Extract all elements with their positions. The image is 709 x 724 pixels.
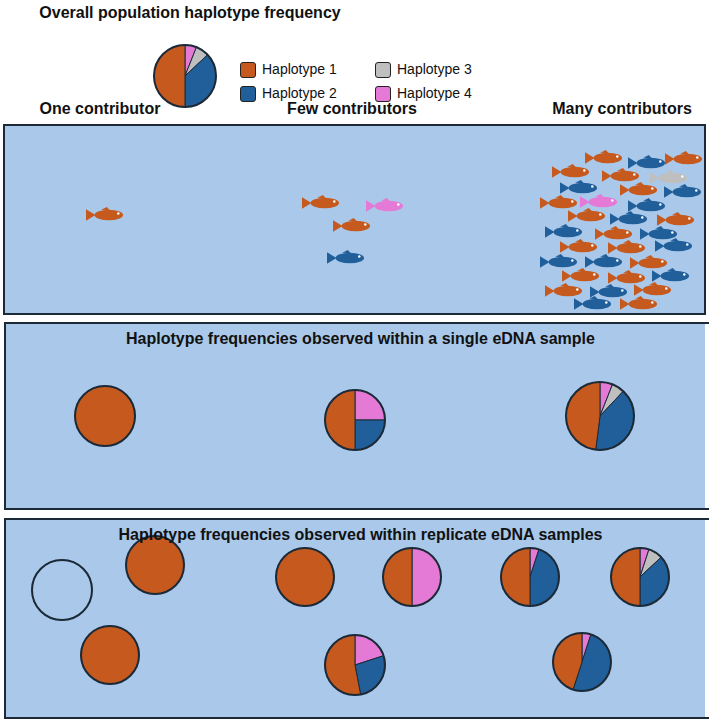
column-label: Many contributors <box>552 100 692 118</box>
pie-chart <box>126 536 184 594</box>
fish <box>560 239 597 253</box>
fish <box>574 296 611 310</box>
fish <box>628 198 665 212</box>
fish <box>608 240 645 254</box>
fish <box>333 218 370 232</box>
legend-swatch <box>240 86 256 102</box>
fish <box>562 268 599 282</box>
fish <box>630 255 667 269</box>
fish <box>665 151 702 165</box>
panel-ground <box>4 322 705 510</box>
legend-swatch <box>375 86 391 102</box>
pie-chart <box>383 548 441 606</box>
pie-chart <box>154 45 216 107</box>
legend-label: Haplotype 2 <box>262 85 337 101</box>
fish <box>540 254 577 268</box>
panel-ground <box>4 518 705 719</box>
fish <box>545 283 582 297</box>
fish <box>545 224 582 238</box>
pie-chart <box>553 633 611 691</box>
pie-chart <box>325 390 385 450</box>
fish <box>634 282 671 296</box>
pie-chart <box>75 386 135 446</box>
pie-chart <box>325 635 385 695</box>
fish <box>664 184 701 198</box>
panel-box: Haplotype frequencies observed within re… <box>4 518 709 719</box>
column-label: One contributor <box>40 100 161 118</box>
pie-chart <box>611 548 669 606</box>
fish <box>540 195 577 209</box>
legend-label: Haplotype 4 <box>397 85 472 101</box>
fish <box>652 268 689 282</box>
pie-chart <box>501 548 559 606</box>
fish <box>595 226 632 240</box>
fish <box>620 182 657 196</box>
fish <box>552 164 589 178</box>
column-label: Few contributors <box>287 100 417 118</box>
legend-label: Haplotype 3 <box>397 61 472 77</box>
fish <box>585 150 622 164</box>
fish <box>620 296 657 310</box>
water-panel <box>4 125 705 314</box>
fish <box>590 284 627 298</box>
fish <box>560 180 597 194</box>
fish <box>568 208 605 222</box>
pie-chart <box>276 548 334 606</box>
fish <box>650 170 687 184</box>
fish <box>610 211 647 225</box>
fish <box>602 168 639 182</box>
fish <box>628 155 665 169</box>
pie-chart <box>566 382 634 450</box>
fish <box>302 195 339 209</box>
fish <box>585 254 622 268</box>
title: Overall population haplotype frequency <box>39 4 340 22</box>
fish <box>580 194 617 208</box>
legend-label: Haplotype 1 <box>262 61 337 77</box>
fish <box>608 270 645 284</box>
legend-swatch <box>240 62 256 78</box>
legend-swatch <box>375 62 391 78</box>
panel-box: Haplotype frequencies observed within a … <box>4 322 709 510</box>
fish <box>327 250 364 264</box>
fish <box>640 226 677 240</box>
fish <box>655 238 692 252</box>
fish <box>86 207 123 221</box>
pie-chart <box>32 560 92 620</box>
fish <box>366 198 403 212</box>
panel-heading: Haplotype frequencies observed within re… <box>6 526 709 544</box>
pie-chart <box>81 626 139 684</box>
fish <box>657 212 694 226</box>
panel-heading: Haplotype frequencies observed within a … <box>6 330 709 348</box>
